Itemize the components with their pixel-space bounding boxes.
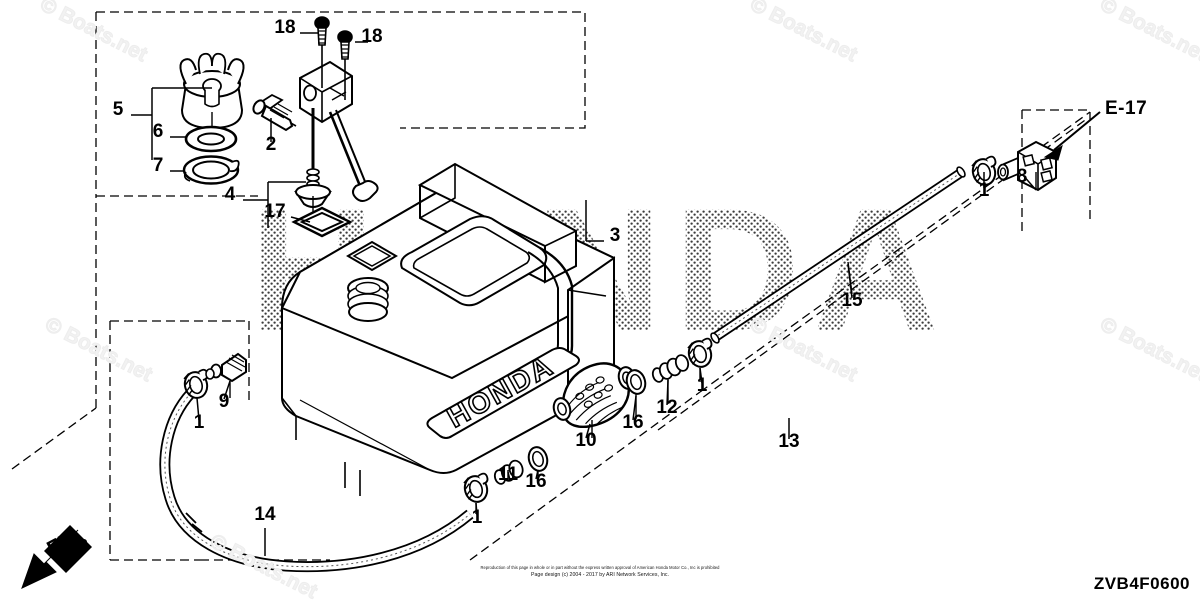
fuel-hose-14 bbox=[159, 389, 474, 573]
callout-number[interactable]: 12 bbox=[656, 397, 677, 418]
callout-number[interactable]: 2 bbox=[266, 134, 277, 155]
fuel-cap-5 bbox=[179, 52, 245, 130]
fuel-tank: HONDA bbox=[280, 162, 616, 496]
callout-number[interactable]: 13 bbox=[778, 431, 799, 452]
callout-number[interactable]: 16 bbox=[525, 471, 546, 492]
callout-number[interactable]: 18 bbox=[361, 26, 382, 47]
screw-18-left bbox=[314, 16, 330, 88]
callout-leader-lines bbox=[131, 32, 1037, 556]
callout-number[interactable]: 14 bbox=[254, 504, 276, 525]
fuel-fitting-2 bbox=[252, 93, 297, 132]
tank-port-square bbox=[346, 240, 398, 272]
front-direction-arrow bbox=[21, 525, 92, 589]
callout-number[interactable]: 9 bbox=[219, 391, 230, 412]
callout-number[interactable]: 10 bbox=[575, 430, 596, 451]
group-boundary-cap-assembly bbox=[95, 11, 586, 196]
callout-number[interactable]: 17 bbox=[264, 201, 285, 222]
callout-number[interactable]: 5 bbox=[113, 99, 124, 120]
port-gasket-17 bbox=[291, 206, 353, 238]
callout-number[interactable]: 6 bbox=[153, 121, 164, 142]
reference-arrow-e17 bbox=[1043, 111, 1101, 161]
fuel-hose-15 bbox=[710, 166, 966, 344]
group-boundary-diagonal-left bbox=[11, 195, 258, 470]
copyright-line-1: Reproduction of this page in whole or in… bbox=[480, 565, 720, 570]
callout-number[interactable]: 7 bbox=[153, 155, 164, 176]
cap-retainer-7 bbox=[182, 155, 240, 185]
clamp-16-right bbox=[625, 369, 647, 419]
callout-number[interactable]: 1 bbox=[979, 180, 990, 201]
reference-label-e17[interactable]: E-17 bbox=[1105, 98, 1148, 119]
callout-number[interactable]: 1 bbox=[697, 375, 708, 396]
copyright-line-2: Page design (c) 2004 - 2017 by ARI Netwo… bbox=[530, 572, 670, 578]
callout-number[interactable]: 11 bbox=[498, 464, 519, 485]
callout-number[interactable]: 4 bbox=[225, 184, 236, 205]
callout-number[interactable]: 15 bbox=[841, 290, 863, 311]
screw-18-right bbox=[337, 30, 353, 100]
callout-number[interactable]: 3 bbox=[610, 225, 621, 246]
cap-gasket-6 bbox=[184, 125, 238, 153]
tank-filler-neck bbox=[347, 277, 389, 322]
callout-number[interactable]: 16 bbox=[622, 412, 643, 433]
clamp-16-left bbox=[527, 446, 549, 478]
diagram-part-number: ZVB4F0600 bbox=[1093, 574, 1190, 593]
callout-number[interactable]: 1 bbox=[194, 412, 205, 433]
callout-number[interactable]: 1 bbox=[472, 507, 483, 528]
fuel-pickup-valve-4 bbox=[294, 60, 379, 214]
callout-number[interactable]: 18 bbox=[274, 17, 295, 38]
callout-number[interactable]: 8 bbox=[1017, 166, 1028, 187]
hose-fitting-9 bbox=[205, 352, 247, 398]
